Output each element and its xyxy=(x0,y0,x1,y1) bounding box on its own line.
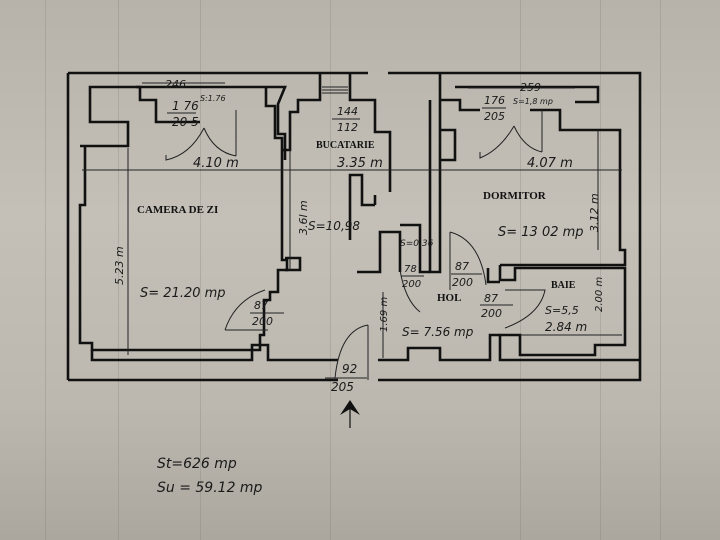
closet-door-width: 78 xyxy=(404,264,417,275)
room-label-bedroom: DORMITOR xyxy=(483,190,547,202)
area-bath: S=5,5 xyxy=(545,304,579,317)
living-room-walls xyxy=(78,85,289,352)
balcony-left-area: S:1.76 xyxy=(200,94,226,103)
balcony-right-door-width: 176 xyxy=(484,94,505,107)
balcony-left xyxy=(136,85,287,160)
area-kitchen: S=10,98 xyxy=(308,219,360,233)
area-living: S= 21.20 mp xyxy=(140,286,226,301)
balcony-right-door-height: 205 xyxy=(484,110,505,123)
balcony-right-length: 259 xyxy=(520,81,541,94)
area-hall: S= 7.56 mp xyxy=(402,325,474,339)
living-door-height: 200 xyxy=(252,315,273,328)
depth-bedroom: 3.12 m xyxy=(588,193,601,232)
balcony-left-door-height: 20 5 xyxy=(172,115,199,129)
door-living[interactable] xyxy=(224,289,268,331)
door-bath[interactable] xyxy=(504,289,546,329)
bedroom-walls xyxy=(438,73,627,267)
door-balcony-right[interactable] xyxy=(479,110,543,159)
bath-door-width: 87 xyxy=(484,292,498,305)
depth-hall: 1.69 m xyxy=(379,297,390,332)
kitchen-window-width: 144 xyxy=(337,105,358,118)
width-bath: 2.84 m xyxy=(545,320,587,334)
closet-door-height: 200 xyxy=(402,279,421,290)
room-label-kitchen: BUCATARIE xyxy=(316,140,375,151)
closet-walls xyxy=(400,223,430,274)
entry-door-width: 92 xyxy=(342,362,357,376)
room-label-hall: HOL xyxy=(437,292,461,304)
area-closet: S=0,36 xyxy=(400,239,434,249)
kitchen-window xyxy=(322,86,348,94)
door-closet[interactable] xyxy=(399,269,421,313)
room-label-living: CAMERA DE ZI xyxy=(137,204,218,216)
living-door-width: 87 xyxy=(254,299,268,312)
width-living: 4.10 m xyxy=(193,156,239,171)
area-bedroom: S= 13 02 mp xyxy=(498,225,584,240)
bedroom-door-width: 87 xyxy=(455,260,469,273)
balcony-right-area: S=1,8 mp xyxy=(513,97,553,106)
balcony-left-door-width: 1 76 xyxy=(172,99,199,113)
kitchen-window-height: 112 xyxy=(337,121,358,134)
usable-area: Su = 59.12 mp xyxy=(157,480,263,496)
room-label-bath: BAIE xyxy=(551,280,576,291)
width-bedroom: 4.07 m xyxy=(527,156,573,171)
total-area: St=626 mp xyxy=(157,456,237,472)
balcony-left-length: 246 xyxy=(165,78,186,91)
entry-arrow-icon xyxy=(340,400,360,428)
hall-walls xyxy=(378,333,500,362)
door-balcony-left[interactable] xyxy=(165,110,237,161)
bath-door-height: 200 xyxy=(481,307,502,320)
depth-bath: 2.00 m xyxy=(594,277,605,312)
width-kitchen: 3.35 m xyxy=(337,156,383,171)
door-entry[interactable] xyxy=(334,324,369,380)
outer-wall xyxy=(68,71,642,382)
bedroom-door-height: 200 xyxy=(452,276,473,289)
door-bedroom[interactable] xyxy=(449,231,487,290)
entry-door-height: 205 xyxy=(331,380,354,394)
depth-kitchen: 3.6l m xyxy=(297,200,310,235)
depth-living: 5.23 m xyxy=(113,246,126,285)
